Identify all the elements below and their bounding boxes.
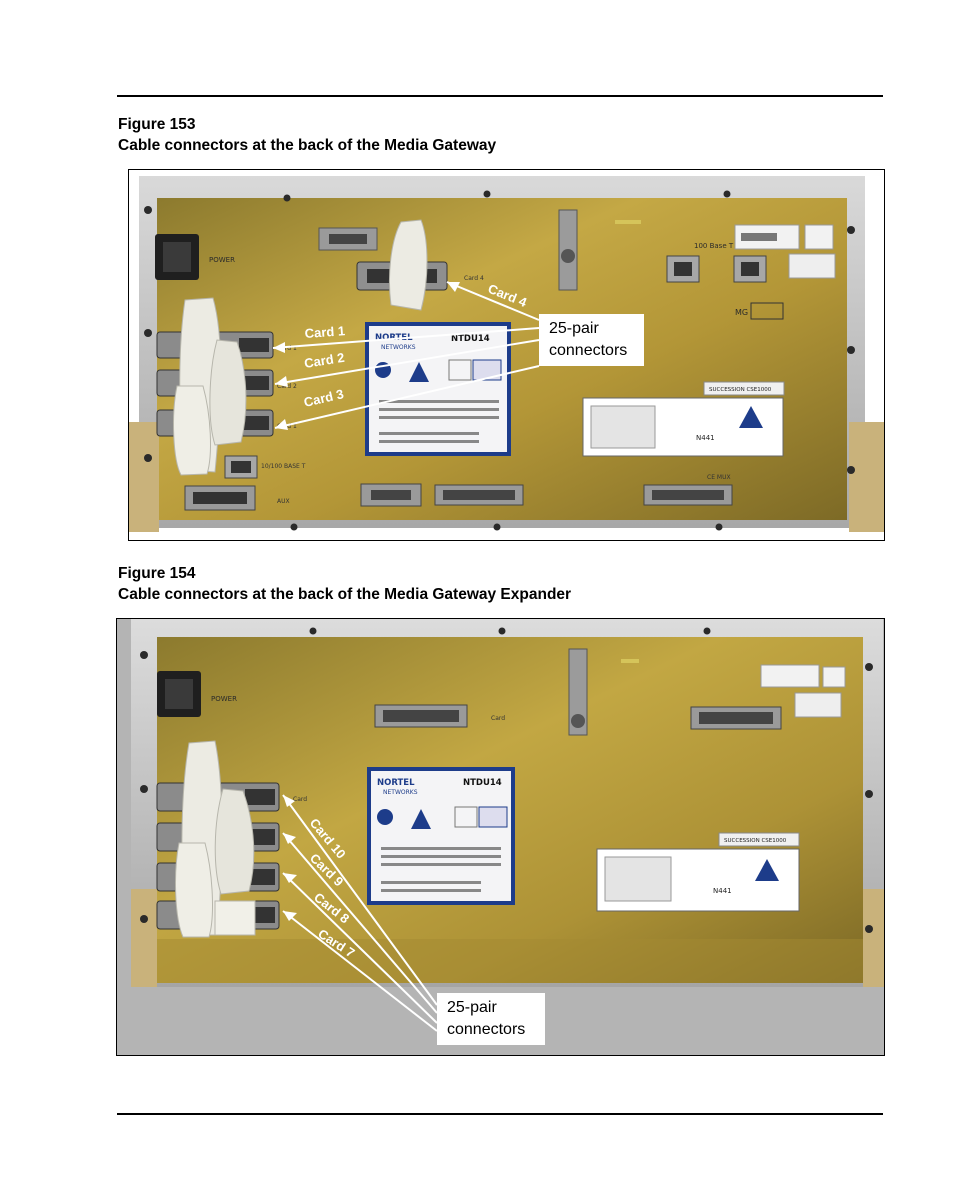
figure-153-photo: POWER Card 4 100 Base T MG NORTEL NETWOR…: [129, 170, 884, 540]
power-label: POWER: [209, 256, 235, 264]
svg-text:Card: Card: [491, 715, 505, 722]
svg-text:Card 1: Card 1: [277, 345, 297, 352]
svg-text:AUX: AUX: [277, 498, 290, 505]
svg-text:CE MUX: CE MUX: [707, 474, 731, 481]
callout-lines-153: [272, 281, 540, 429]
svg-text:SUCCESSION CSE1000: SUCCESSION CSE1000: [709, 387, 772, 393]
cable-plug-3: [173, 385, 211, 476]
svg-text:NTDU14: NTDU14: [451, 334, 490, 344]
figure-153-callout: 25-pair connectors: [539, 314, 644, 366]
svg-text:Card 4: Card 4: [464, 275, 484, 282]
svg-text:NETWORKS: NETWORKS: [383, 789, 418, 796]
figure-153-frame: POWER Card 4 100 Base T MG NORTEL NETWOR…: [128, 169, 885, 541]
svg-text:NETWORKS: NETWORKS: [381, 344, 416, 351]
svg-text:POWER: POWER: [211, 695, 237, 703]
callout-lines-154: [282, 794, 438, 1032]
svg-text:NORTEL: NORTEL: [377, 778, 415, 788]
figure-153-number: Figure 153: [118, 116, 196, 133]
card-2-label: Card 2: [303, 350, 345, 371]
base-label: 100 Base T: [694, 242, 734, 250]
figure-153-caption: Cable connectors at the back of the Medi…: [118, 137, 497, 154]
svg-text:NTDU14: NTDU14: [463, 778, 502, 788]
figure-154-callout: 25-pair connectors: [437, 993, 545, 1045]
svg-text:Card: Card: [293, 796, 307, 803]
svg-text:N441: N441: [696, 434, 715, 442]
bottom-rule: [117, 1113, 883, 1115]
card-1-label: Card 1: [304, 323, 345, 341]
svg-text:10/100 BASE T: 10/100 BASE T: [261, 463, 306, 470]
figure-154-title: Figure 154 Cable connectors at the back …: [118, 563, 571, 605]
figure-154-caption: Cable connectors at the back of the Medi…: [118, 586, 572, 603]
figure-153-title: Figure 153 Cable connectors at the back …: [118, 114, 496, 156]
mg-label: MG: [735, 308, 748, 317]
top-rule: [117, 95, 883, 97]
svg-text:SUCCESSION CSE1000: SUCCESSION CSE1000: [724, 838, 787, 844]
figure-154-number: Figure 154: [118, 565, 196, 582]
svg-text:N441: N441: [713, 887, 732, 895]
figure-154-photo: POWER Card NORTEL NETWORKS NTDU14 SUCCES…: [117, 619, 884, 1055]
cable-plug-2: [209, 339, 247, 446]
figure-154-frame: POWER Card NORTEL NETWORKS NTDU14 SUCCES…: [116, 618, 885, 1056]
